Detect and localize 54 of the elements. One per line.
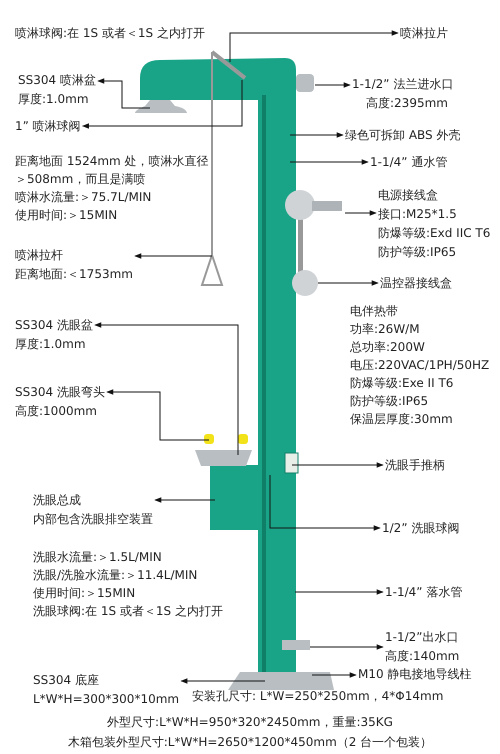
leader-line xyxy=(292,462,384,468)
callout-text: 1” 喷淋球阀 xyxy=(15,117,81,136)
callout-text: 喷淋拉杆 距离地面:＜1753mm xyxy=(15,246,133,284)
leader-line xyxy=(180,678,266,684)
leader-line xyxy=(318,280,379,286)
annotation-text: 距离地面 1524mm 处，喷淋水直径＞508mm，而且是满喷 xyxy=(15,153,210,188)
callout-text: 喷淋拉片 xyxy=(400,24,448,43)
callout-text: 1-1/4” 落水管 xyxy=(385,583,462,602)
annotation-text: 防爆等级:Exe II T6 xyxy=(350,375,454,392)
annotation-text: 电压:220VAC/1PH/50HZ xyxy=(350,357,490,374)
callout-text: 电源接线盒 接口:M25*1.5 防爆等级:Exd IIC T6 防护等级:IP65 xyxy=(378,186,490,262)
annotation-text: 安装孔尺寸: L*W=250*250mm，4*Φ14mm xyxy=(192,688,444,705)
leader-line xyxy=(230,30,399,62)
annotation-text: 总功率:200W xyxy=(350,339,425,356)
leader-line xyxy=(294,589,384,595)
leader-line xyxy=(270,474,381,531)
annotation-text: 洗眼水流量:＞1.5L/MIN xyxy=(33,549,162,566)
callout-text: 洗眼手推柄 xyxy=(385,456,445,475)
leader-line xyxy=(344,210,377,216)
annotation-text: 喷淋水流量:＞75.7L/MIN xyxy=(15,189,152,206)
leader-line xyxy=(97,78,150,108)
callout-text: 1-1/4” 通水管 xyxy=(370,153,448,172)
leader-line xyxy=(314,82,351,88)
callout-text: 绿色可拆卸 ABS 外壳 xyxy=(345,126,460,145)
annotation-text: 使用时间:＞15MIN xyxy=(15,207,118,224)
annotation-text: 使用时间:＞15MIN xyxy=(33,585,136,602)
callout-text: M10 静电接地导线柱 xyxy=(358,665,472,684)
callout-text: SS304 底座 L*W*H=300*300*10mm xyxy=(33,671,180,709)
annotation-text: 喷淋球阀:在 1S 或者＜1S 之内打开 xyxy=(15,25,205,42)
callout-text: SS304 洗眼盆 厚度:1.0mm xyxy=(15,316,93,354)
leader-line xyxy=(134,253,212,259)
callout-text: 1-1/2” 法兰进水口 高度:2395mm xyxy=(352,75,454,113)
leader-line xyxy=(312,672,357,678)
callout-text: 温控器接线盒 xyxy=(380,274,452,293)
leader-line xyxy=(290,132,344,138)
callout-text: 洗眼总成 内部包含洗眼排空装置 xyxy=(33,491,153,529)
annotation-text: 防护等级:IP65 xyxy=(350,393,428,410)
annotation-text: 木箱包装外型尺寸:L*W*H=2650*1200*450mm（2 台一个包装） xyxy=(68,734,432,751)
leader-line xyxy=(310,644,384,650)
annotation-text: 洗眼球阀:在 1S 或者＜1S 之内打开 xyxy=(33,603,223,620)
leader-line xyxy=(154,497,216,503)
leader-line xyxy=(106,389,210,440)
leader-line xyxy=(82,80,242,129)
annotation-text: 保温层厚度:30mm xyxy=(350,411,453,428)
leader-line xyxy=(290,159,369,165)
annotation-text: 洗眼/洗脸水流量:＞11.4L/MIN xyxy=(33,567,198,584)
callout-text: 1/2” 洗眼球阀 xyxy=(382,519,460,538)
annotation-text: 功率:26W/M xyxy=(350,321,420,338)
annotation-text: 外型尺寸:L*W*H=950*320*2450mm，重量:35KG xyxy=(107,714,393,731)
leader-line xyxy=(94,322,238,456)
callout-text: 1-1/2”出水口 高度:140mm xyxy=(385,628,460,666)
callout-text: SS304 洗眼弯头 高度:1000mm xyxy=(15,383,105,421)
callout-text: SS304 喷淋盆 厚度:1.0mm xyxy=(18,71,96,109)
annotation-text: 电伴热带 xyxy=(350,303,398,320)
